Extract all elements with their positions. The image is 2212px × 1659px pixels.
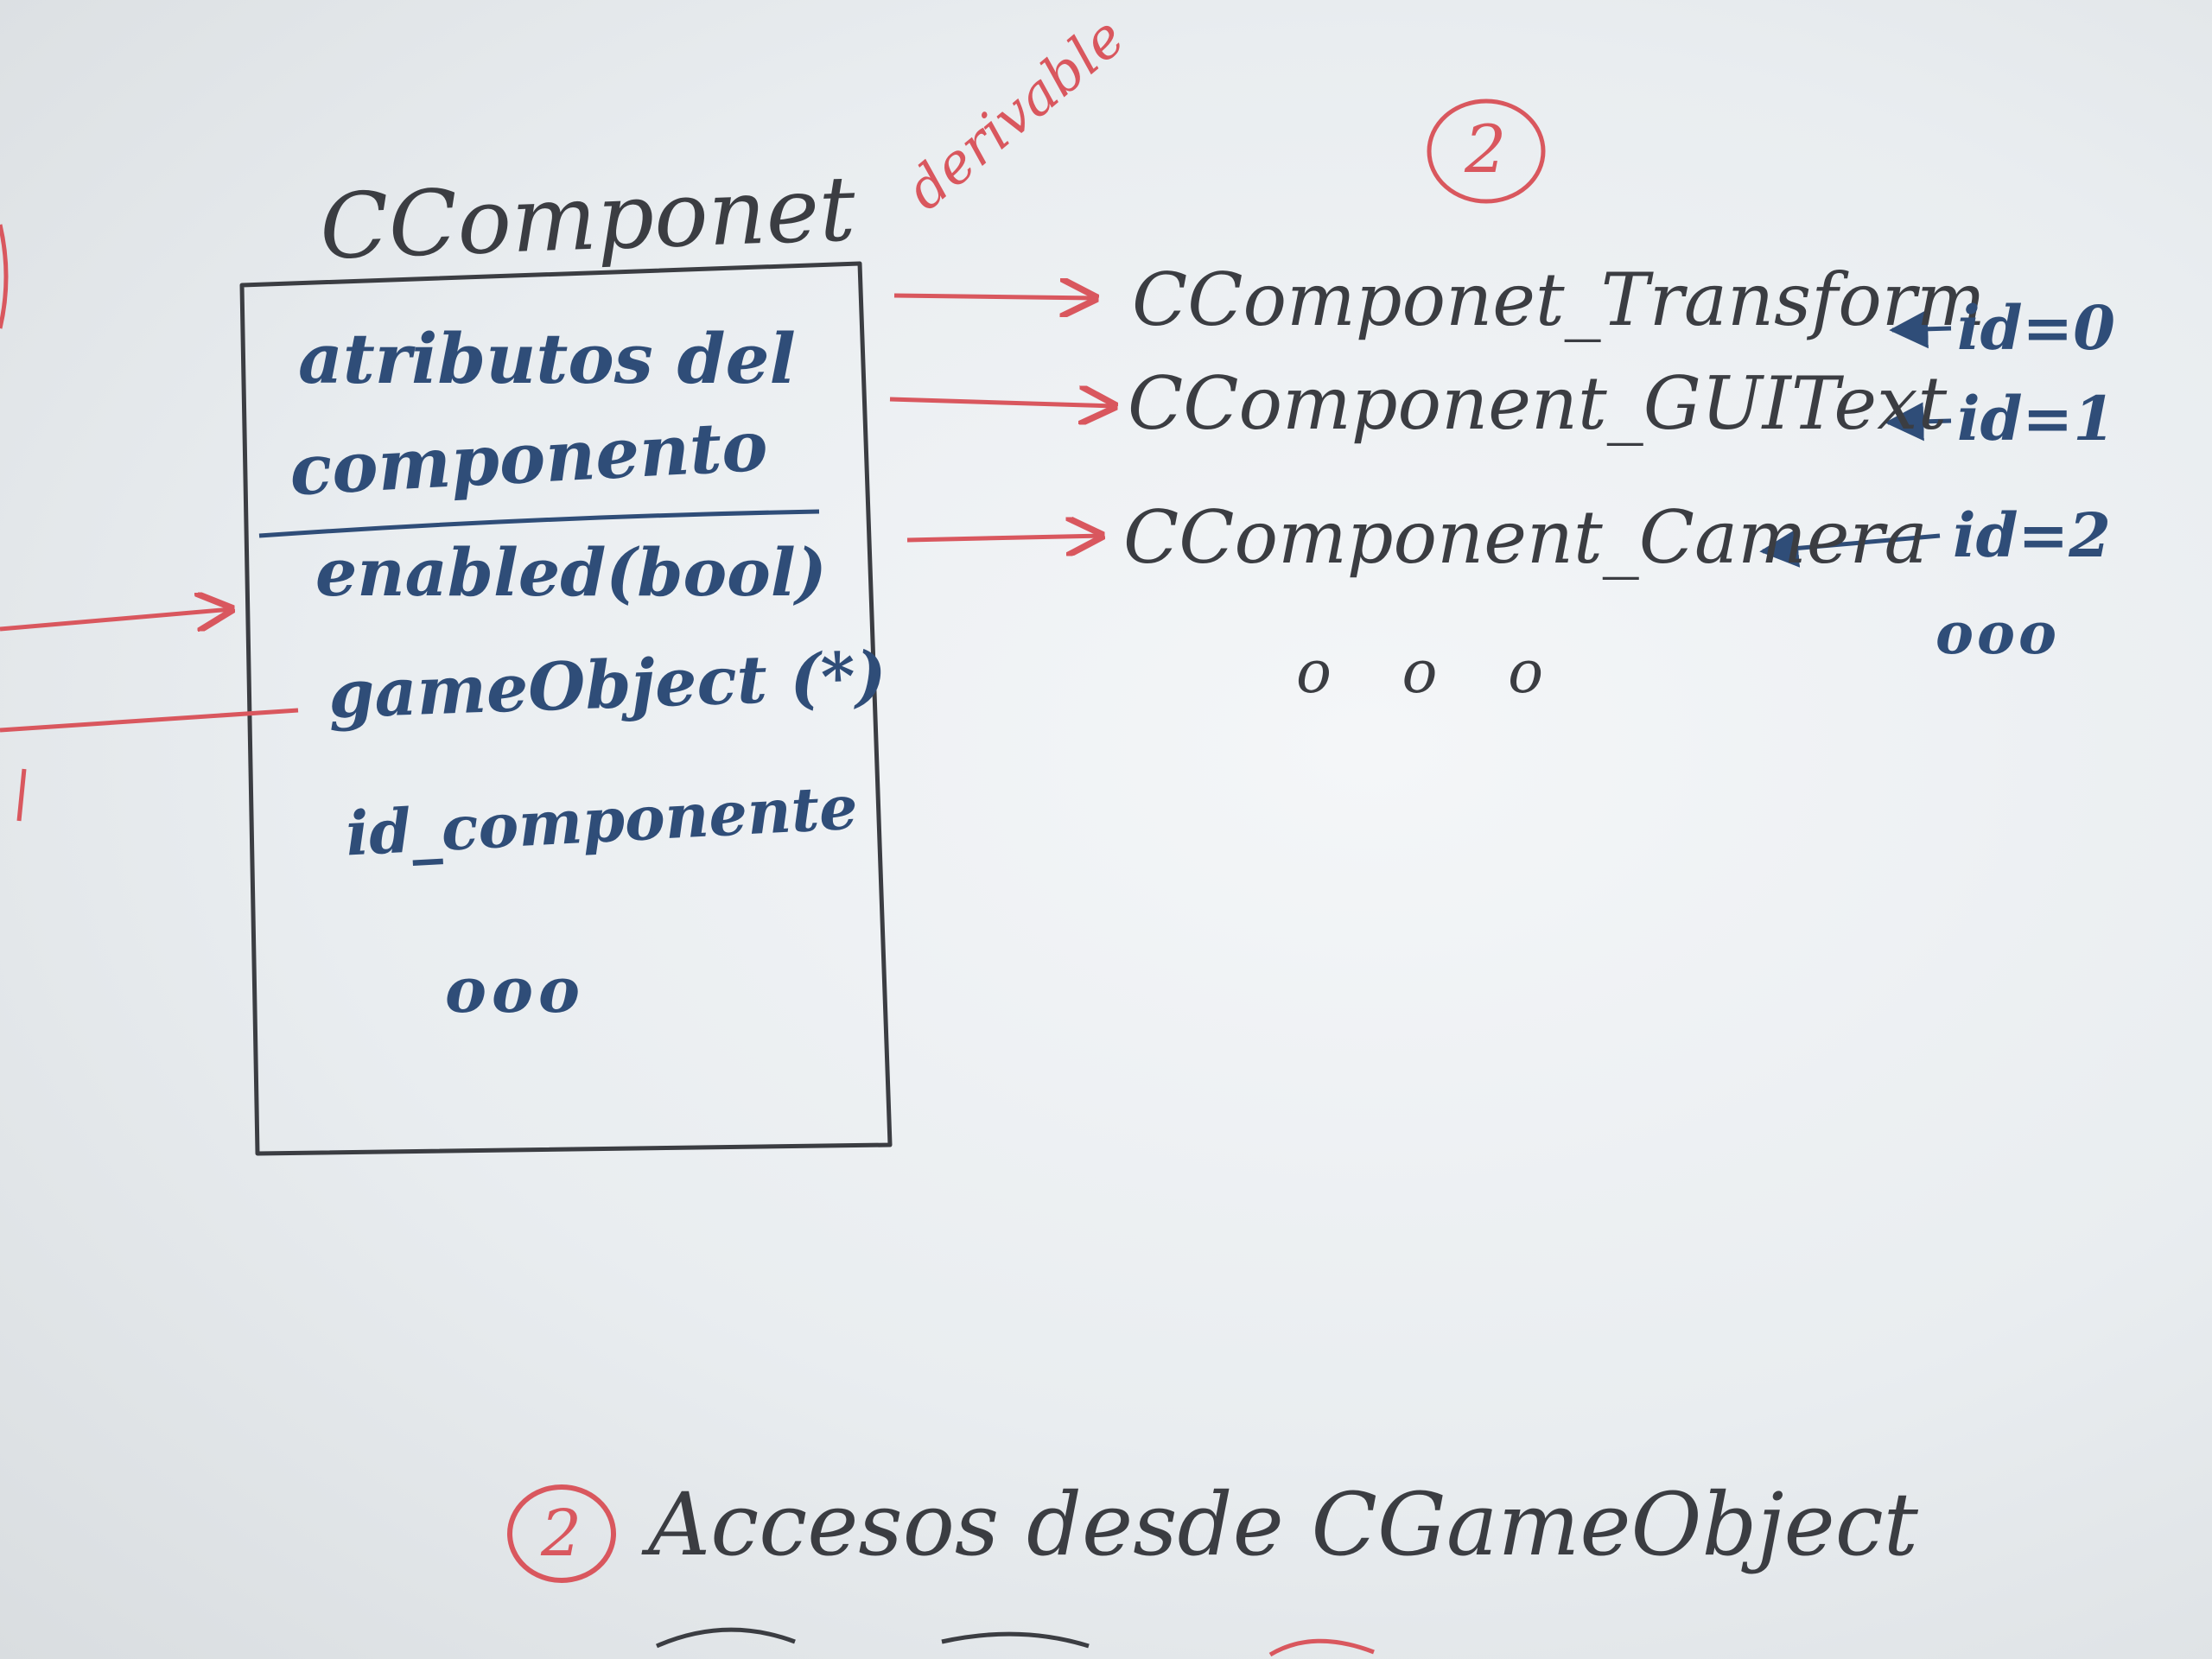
derive-arrow-transform (893, 296, 1096, 298)
incoming-arrow-2 (0, 708, 299, 733)
derive-arrow-guitext (889, 399, 1115, 406)
cutoff-stroke-red (1268, 1638, 1375, 1657)
derived-class-guitext: CComponent_GUIText (1128, 361, 1948, 446)
derived-class-transform: CComponet_Transform (1132, 257, 1986, 342)
left-margin-curve (0, 224, 9, 329)
derived-class-camera: CComponent_Camera (1123, 495, 1928, 580)
class-title: CComponet (318, 156, 857, 280)
id-label-0: id=0 (1957, 292, 2115, 364)
class-box-outline (239, 261, 893, 1156)
class-box-divider (258, 509, 820, 538)
class-header-line-1: atributos del (298, 318, 796, 399)
cutoff-stroke-dark (655, 1627, 1090, 1649)
id-ellipsis: ooo (1936, 600, 2061, 667)
id-arrow-0 (1889, 309, 1952, 349)
derive-arrow-camera (906, 536, 1102, 540)
footer-marker-number: 2 (541, 1497, 582, 1571)
incoming-arrow-1 (0, 609, 232, 629)
member-gameobject: gameObject (*) (327, 636, 888, 734)
class-ellipsis: ooo (445, 953, 586, 1027)
left-margin-mark (16, 768, 27, 822)
section-marker-number: 2 (1465, 111, 1507, 188)
derived-ellipsis: o o o (1296, 639, 1570, 707)
id-arrow-1 (1885, 402, 1952, 442)
id-label-2: id=2 (1953, 499, 2111, 571)
id-arrow-2 (1759, 528, 1941, 568)
section-marker-circle (1427, 99, 1546, 204)
footer-heading: Accesos desde CGameObject (648, 1474, 1918, 1575)
footer-marker-circle (507, 1484, 616, 1583)
member-enabled: enabled(bool) (315, 534, 827, 611)
id-label-1: id=1 (1957, 383, 2115, 454)
